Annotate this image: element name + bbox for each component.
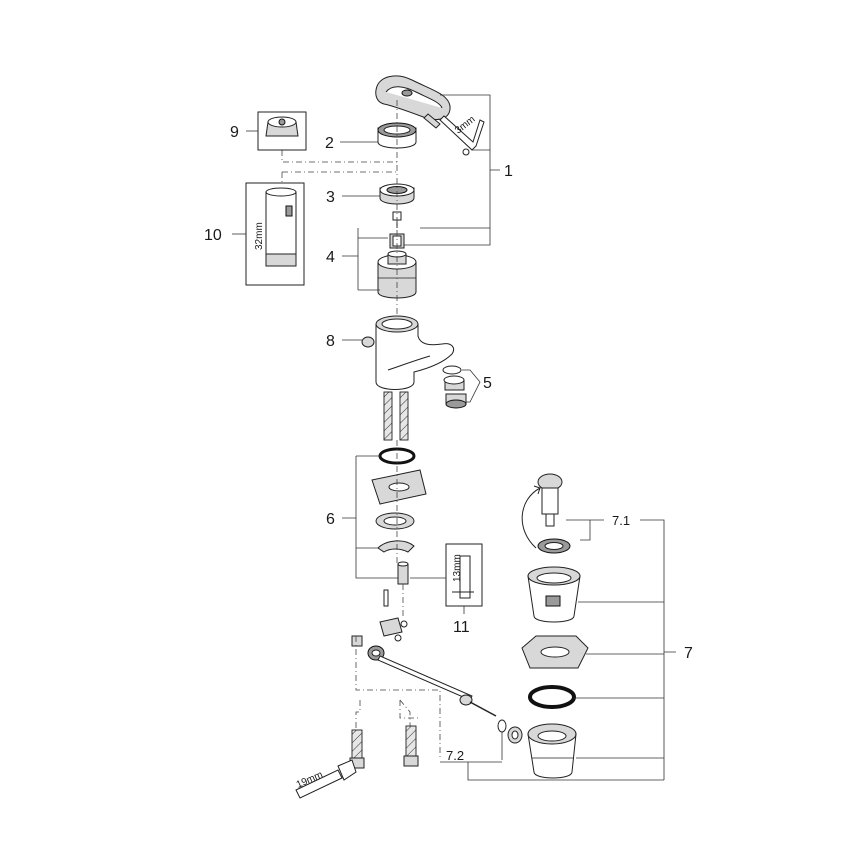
guide-pin xyxy=(383,589,389,607)
callout-8: 8 xyxy=(326,333,335,350)
hex-key-size-label: 3mm xyxy=(453,114,477,136)
part-9-box xyxy=(257,111,307,151)
aerator xyxy=(442,365,467,409)
basin-section xyxy=(521,635,589,669)
leader-7-2 xyxy=(440,732,664,781)
part-11-box xyxy=(445,543,483,607)
drain-washer xyxy=(497,719,507,733)
callout-1: 1 xyxy=(504,163,513,180)
waste-body xyxy=(527,723,577,779)
axis-line-mid xyxy=(396,440,404,616)
plug-seal xyxy=(537,538,571,554)
threaded-stud xyxy=(397,561,409,585)
waste-o-ring xyxy=(528,685,576,709)
connector xyxy=(351,635,363,647)
part-10-box xyxy=(245,182,305,286)
flex-hoses xyxy=(383,391,409,441)
lever-handle xyxy=(375,75,451,120)
clamp-block xyxy=(379,617,408,642)
pull-rod xyxy=(377,655,497,717)
callout-6: 6 xyxy=(326,511,335,528)
leader-7-1 xyxy=(566,519,604,541)
leader-11 xyxy=(410,577,465,614)
sleeve-size-label: 32mm xyxy=(254,222,265,250)
axis-line-9 xyxy=(281,150,397,185)
callout-5: 5 xyxy=(483,375,492,392)
set-screw xyxy=(423,113,441,129)
wrench-icon xyxy=(295,759,357,799)
callout-2: 2 xyxy=(325,135,334,152)
tool-size-label: 13mm xyxy=(452,554,463,582)
callout-7-2: 7.2 xyxy=(446,748,464,763)
waste-flange xyxy=(527,566,581,623)
leader-4 xyxy=(342,228,388,291)
callout-11: 11 xyxy=(453,619,470,636)
rotate-arrow-icon xyxy=(521,485,542,549)
mixer-body xyxy=(361,315,455,390)
drain-ball xyxy=(507,726,523,744)
axis-line-rod xyxy=(355,636,441,760)
fixing-bracket xyxy=(377,540,415,553)
callout-7: 7 xyxy=(684,645,693,662)
leader-5 xyxy=(462,369,481,403)
callout-7-1: 7.1 xyxy=(612,513,630,528)
callout-9: 9 xyxy=(230,124,239,141)
axis-line-hoses xyxy=(355,699,411,730)
leader-7 xyxy=(574,519,676,780)
metal-washer xyxy=(375,512,415,530)
cartridge-stem xyxy=(389,233,405,249)
callout-3: 3 xyxy=(326,189,335,206)
hex-key-icon xyxy=(439,115,485,156)
callout-10: 10 xyxy=(204,227,222,244)
mounting-washer xyxy=(371,469,427,505)
hose-connector-right xyxy=(403,725,419,767)
leader-1 xyxy=(395,94,500,246)
callout-4: 4 xyxy=(326,249,335,266)
leader-6 xyxy=(342,455,398,579)
waste-plug xyxy=(537,473,563,527)
